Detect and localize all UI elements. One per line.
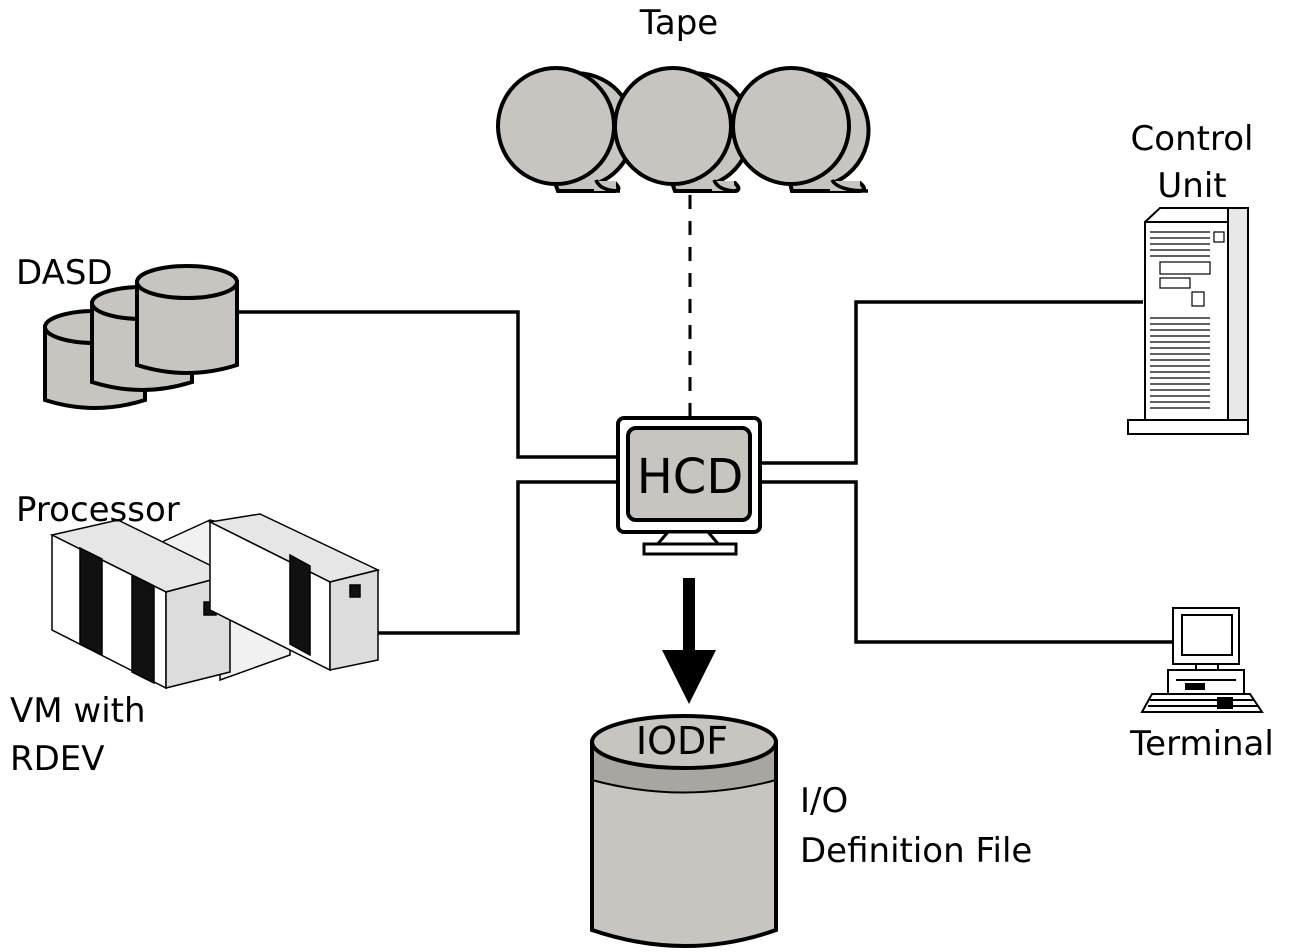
dasd-icon — [43, 264, 239, 410]
control-unit-icon — [1127, 207, 1249, 435]
iodf-label: IODF — [636, 719, 728, 763]
control-unit-connector — [760, 300, 1143, 465]
dasd-label: DASD — [16, 253, 113, 293]
control-unit-label-line1: Control — [1131, 119, 1254, 159]
processor-icon — [49, 513, 381, 690]
processor-connector — [378, 480, 618, 635]
control-unit-label-line2: Unit — [1157, 166, 1226, 206]
terminal-icon — [1140, 607, 1264, 713]
processor-label: Processor — [16, 490, 180, 530]
iodf-desc-line2: Definition File — [800, 831, 1032, 871]
iodf-desc-line1: I/O — [800, 781, 848, 821]
vm-label-line1: VM with — [10, 691, 146, 731]
iodf-arrow — [662, 578, 716, 704]
vm-label-line2: RDEV — [10, 739, 105, 779]
dasd-connector — [232, 310, 618, 459]
hcd-label: HCD — [637, 449, 744, 505]
tape-icon — [496, 66, 871, 193]
tape-label: Tape — [639, 3, 718, 43]
iodf-icon — [590, 714, 778, 948]
terminal-connector — [760, 480, 1173, 644]
terminal-label: Terminal — [1129, 724, 1274, 764]
connections — [232, 195, 1173, 704]
hcd-monitor-icon — [616, 416, 762, 556]
